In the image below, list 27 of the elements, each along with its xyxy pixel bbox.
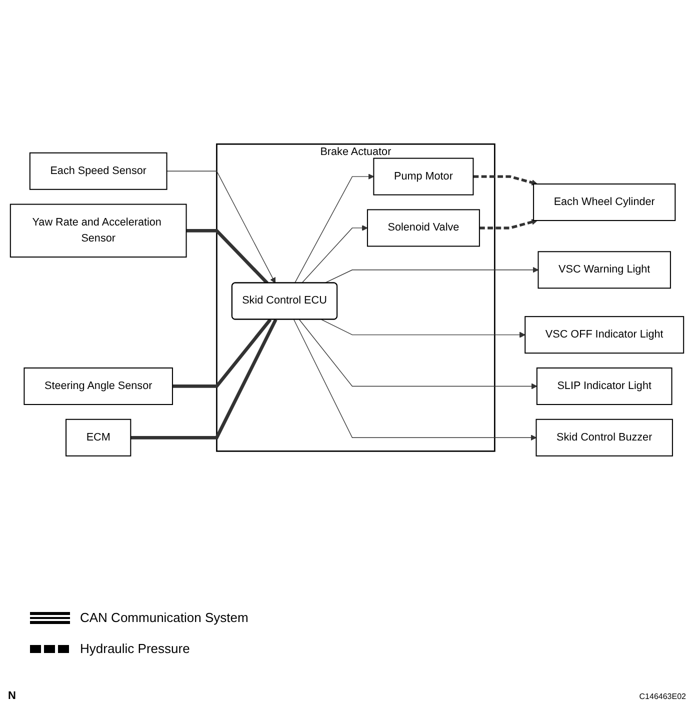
node-box: Solenoid Valve	[366, 209, 480, 247]
arrow	[479, 219, 538, 230]
legend-text: Hydraulic Pressure	[80, 641, 190, 656]
arrow	[299, 319, 538, 390]
arrow	[294, 319, 536, 441]
arrow	[321, 319, 526, 338]
arrow	[473, 175, 538, 186]
arrow	[294, 174, 374, 284]
node-box: Steering Angle Sensor	[24, 367, 173, 406]
corner-mark: N	[8, 690, 16, 702]
node-box: Skid Control Buzzer	[536, 418, 673, 456]
node-box: Pump Motor	[373, 158, 474, 196]
node-box: SLIP Indicator Light	[536, 367, 672, 406]
figure-code: C146463E02	[639, 692, 686, 701]
arrow	[324, 266, 539, 284]
legend-text: CAN Communication System	[80, 610, 248, 625]
node-box: Yaw Rate and Acceleration Sensor	[10, 204, 187, 258]
connector	[130, 318, 278, 440]
node-box: ECM	[66, 418, 132, 456]
node-box: Each Speed Sensor	[29, 152, 168, 190]
connector	[186, 228, 268, 284]
arrow	[301, 224, 368, 284]
node-box: Each Wheel Cylinder	[533, 183, 676, 222]
connector	[172, 318, 272, 388]
node-box: VSC OFF Indicator Light	[524, 316, 684, 354]
arrow	[166, 170, 276, 284]
node-box: VSC Warning Light	[538, 251, 671, 289]
